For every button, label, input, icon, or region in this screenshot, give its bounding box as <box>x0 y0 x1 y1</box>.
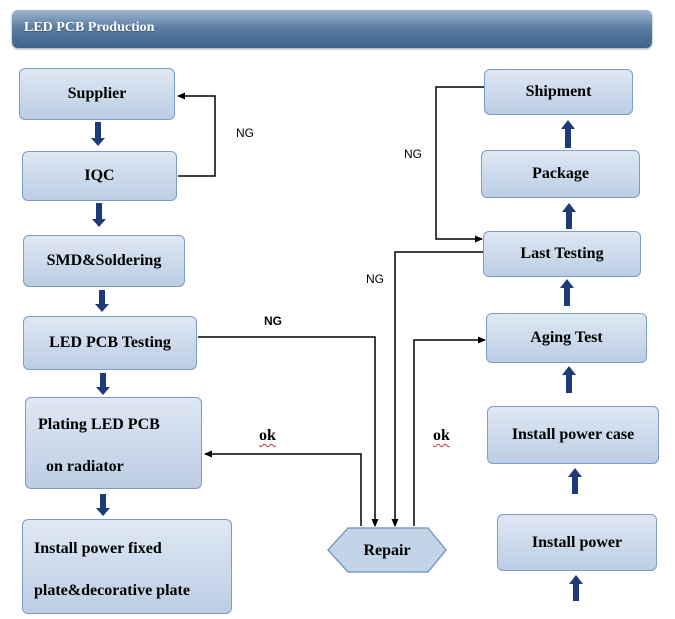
aging-test-box: Aging Test <box>486 313 647 363</box>
down-arrow-icon <box>96 373 110 395</box>
smd-soldering-label: SMD&Soldering <box>46 252 162 269</box>
up-arrow-icon <box>562 366 576 393</box>
led-pcb-testing-label: LED PCB Testing <box>49 334 171 351</box>
ng-last-testing-connector <box>391 251 483 527</box>
supplier-box: Supplier <box>19 68 175 120</box>
down-arrow-icon <box>91 122 105 146</box>
supplier-label: Supplier <box>67 85 127 102</box>
repair-label: Repair <box>363 542 411 559</box>
ng-loop-connector <box>177 92 216 177</box>
up-arrow-icon <box>568 468 582 494</box>
plating-label-line2: on radiator <box>46 458 124 475</box>
ok-to-aging-connector <box>413 336 486 526</box>
diagram-header: LED PCB Production <box>12 10 652 48</box>
last-testing-label: Last Testing <box>520 245 604 262</box>
iqc-label: IQC <box>84 167 115 184</box>
up-arrow-icon <box>561 120 575 148</box>
ok-label-right: ok <box>433 427 450 444</box>
smd-soldering-box: SMD&Soldering <box>23 235 185 287</box>
ng-label-last-testing: NG <box>366 272 384 286</box>
diagram-title: LED PCB Production <box>24 20 155 35</box>
ng-label-shipment: NG <box>404 147 422 161</box>
down-arrow-icon <box>95 290 109 312</box>
last-testing-box: Last Testing <box>483 231 641 277</box>
up-arrow-icon <box>560 279 574 306</box>
plating-label-line1: Plating LED PCB <box>38 416 160 433</box>
shipment-box: Shipment <box>484 69 633 115</box>
down-arrow-icon <box>96 494 110 516</box>
package-box: Package <box>481 150 640 198</box>
install-power-label: Install power <box>531 533 623 551</box>
install-power-case-label: Install power case <box>511 426 635 443</box>
up-arrow-icon <box>562 203 576 229</box>
ng-to-repair-connector <box>198 336 379 527</box>
install-power-box: Install power <box>497 514 657 571</box>
down-arrow-icon <box>92 203 106 227</box>
plating-box: Plating LED PCB on radiator <box>25 397 202 489</box>
led-pcb-testing-box: LED PCB Testing <box>23 316 197 370</box>
install-fixed-label-line2: plate&decorative plate <box>34 582 190 599</box>
install-fixed-plate-box: Install power fixed plate&decorative pla… <box>22 519 232 614</box>
install-power-case-box: Install power case <box>487 406 659 464</box>
iqc-box: IQC <box>22 151 177 201</box>
up-arrow-icon <box>569 575 583 601</box>
aging-test-label: Aging Test <box>530 329 603 346</box>
package-label: Package <box>532 165 589 182</box>
install-fixed-label-line1: Install power fixed <box>34 540 162 557</box>
ok-label-left: ok <box>259 427 276 444</box>
repair-node <box>326 527 447 573</box>
ok-return-connector <box>204 450 362 526</box>
ng-shipment-connector <box>435 86 484 243</box>
ng-label-iqc: NG <box>236 126 254 140</box>
shipment-label: Shipment <box>525 83 592 100</box>
ng-label-led-testing: NG <box>264 314 282 328</box>
